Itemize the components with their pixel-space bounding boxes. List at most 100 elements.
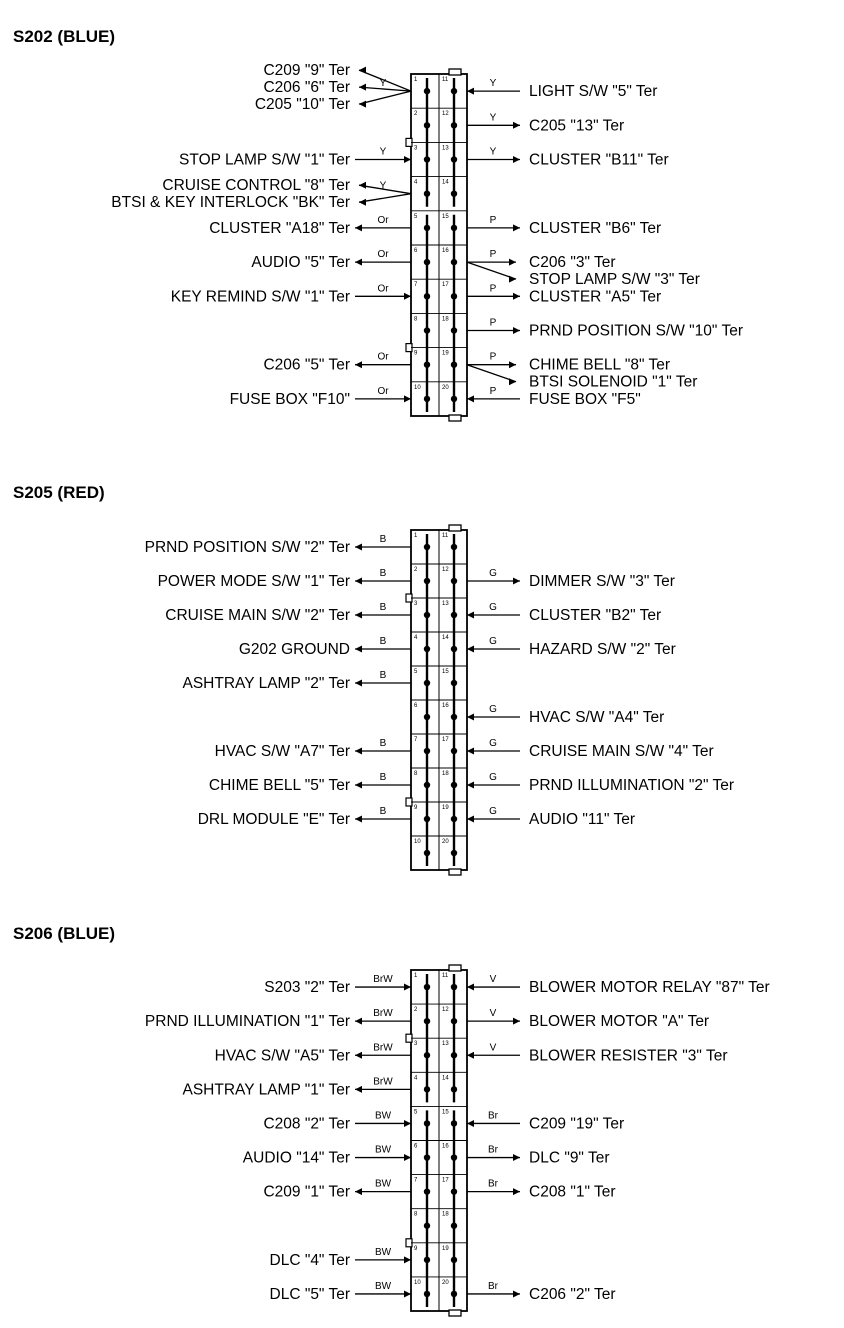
wire-color-code: B — [380, 602, 387, 613]
wire-color-code: P — [490, 283, 497, 294]
wire-color-code: Or — [377, 249, 389, 260]
wire-color-code: Y — [490, 147, 497, 158]
pin-number: 18 — [442, 316, 449, 322]
pin-number: 17 — [442, 737, 449, 743]
arrow-head — [359, 100, 366, 108]
arrow-head — [513, 1188, 520, 1196]
wire-color-code: BW — [375, 1179, 392, 1190]
wire-destination-label: PRND POSITION S/W "2" Ter — [145, 539, 350, 556]
pin-number: 6 — [414, 1144, 418, 1150]
arrow-head — [404, 1256, 411, 1264]
pin-number: 12 — [442, 111, 449, 117]
wire-color-code: G — [489, 704, 497, 715]
wire-destination-label: FUSE BOX "F10" — [230, 391, 350, 408]
pin-number: 1 — [414, 77, 418, 83]
pin-number: 15 — [442, 669, 449, 675]
pin-number: 7 — [414, 737, 418, 743]
pin-number: 15 — [442, 214, 449, 220]
wire-color-code: Br — [488, 1145, 499, 1156]
pin-number: 16 — [442, 248, 449, 254]
wire-color-code: V — [490, 1008, 497, 1019]
wire-destination-label: BLOWER MOTOR RELAY "87" Ter — [529, 979, 770, 996]
wire-color-code: Or — [377, 386, 389, 397]
wire-destination-label: CHIME BELL "5" Ter — [209, 777, 350, 794]
arrow-head — [467, 87, 474, 95]
wire-right: BLOWER MOTOR "A" Ter V — [467, 1008, 709, 1030]
wire-color-code: BW — [375, 1145, 392, 1156]
wire-left: AUDIO "14" Ter BW — [243, 1145, 411, 1167]
arrow-head — [467, 611, 474, 619]
pin-number: 13 — [442, 601, 449, 607]
arrow-head — [355, 781, 362, 789]
pin-number: 14 — [442, 180, 449, 186]
arrow-head — [513, 156, 520, 163]
pin-number: 2 — [414, 1007, 418, 1013]
pin-number: 8 — [414, 771, 418, 777]
pin-number: 10 — [414, 1280, 421, 1286]
wire-destination-label: ASHTRAY LAMP "2" Ter — [182, 675, 350, 692]
wire-destination-label: C205 "10" Ter — [255, 96, 350, 113]
arrow-head — [355, 224, 362, 232]
pin-number: 6 — [414, 703, 418, 709]
pin-number: 12 — [442, 567, 449, 573]
wire-destination-label: CRUISE MAIN S/W "4" Ter — [529, 743, 714, 760]
pin-number: 9 — [414, 1246, 418, 1252]
wire-destination-label: AUDIO "11" Ter — [529, 811, 635, 828]
arrow-head — [355, 815, 362, 823]
wire-destination-label: FUSE BOX "F5" — [529, 391, 641, 408]
wire-destination-label: C206 "5" Ter — [263, 357, 350, 374]
arrow-head — [513, 1154, 520, 1162]
pin-number: 4 — [414, 180, 418, 186]
pin-number: 13 — [442, 145, 449, 151]
wire-color-code: BW — [375, 1247, 392, 1258]
pin-number: 18 — [442, 1212, 449, 1218]
wire-destination-label: BLOWER MOTOR "A" Ter — [529, 1013, 709, 1030]
wire-destination-label: S203 "2" Ter — [264, 979, 350, 996]
arrow-head — [509, 378, 516, 386]
arrow-head — [359, 198, 366, 206]
pin-number: 4 — [414, 1075, 418, 1081]
arrow-head — [359, 83, 366, 91]
pin-number: 5 — [414, 214, 418, 220]
wire-color-code: BrW — [373, 1076, 393, 1087]
wire-destination-label: CLUSTER "B2" Ter — [529, 607, 661, 624]
wire-destination-label: AUDIO "14" Ter — [243, 1150, 350, 1167]
arrow-head — [404, 395, 411, 403]
wire-color-code: P — [490, 352, 497, 363]
pin-number: 5 — [414, 1109, 418, 1115]
wire-destination-label: DIMMER S/W "3" Ter — [529, 573, 675, 590]
wire-color-code: Y — [380, 147, 387, 158]
arrow-head — [513, 577, 520, 585]
arrow-head — [509, 275, 516, 283]
wire-destination-label: BTSI SOLENOID "1" Ter — [529, 374, 697, 391]
wire-destination-label: AUDIO "5" Ter — [251, 254, 350, 271]
arrow-head — [404, 1119, 411, 1127]
wire-destination-label: G202 GROUND — [239, 641, 350, 658]
pin-number: 11 — [442, 533, 449, 539]
wire-color-code: Y — [380, 78, 387, 89]
pin-number: 9 — [414, 805, 418, 811]
wire-destination-label: C209 "9" Ter — [263, 62, 350, 79]
arrow-head — [509, 258, 516, 266]
arrow-head — [355, 577, 362, 585]
